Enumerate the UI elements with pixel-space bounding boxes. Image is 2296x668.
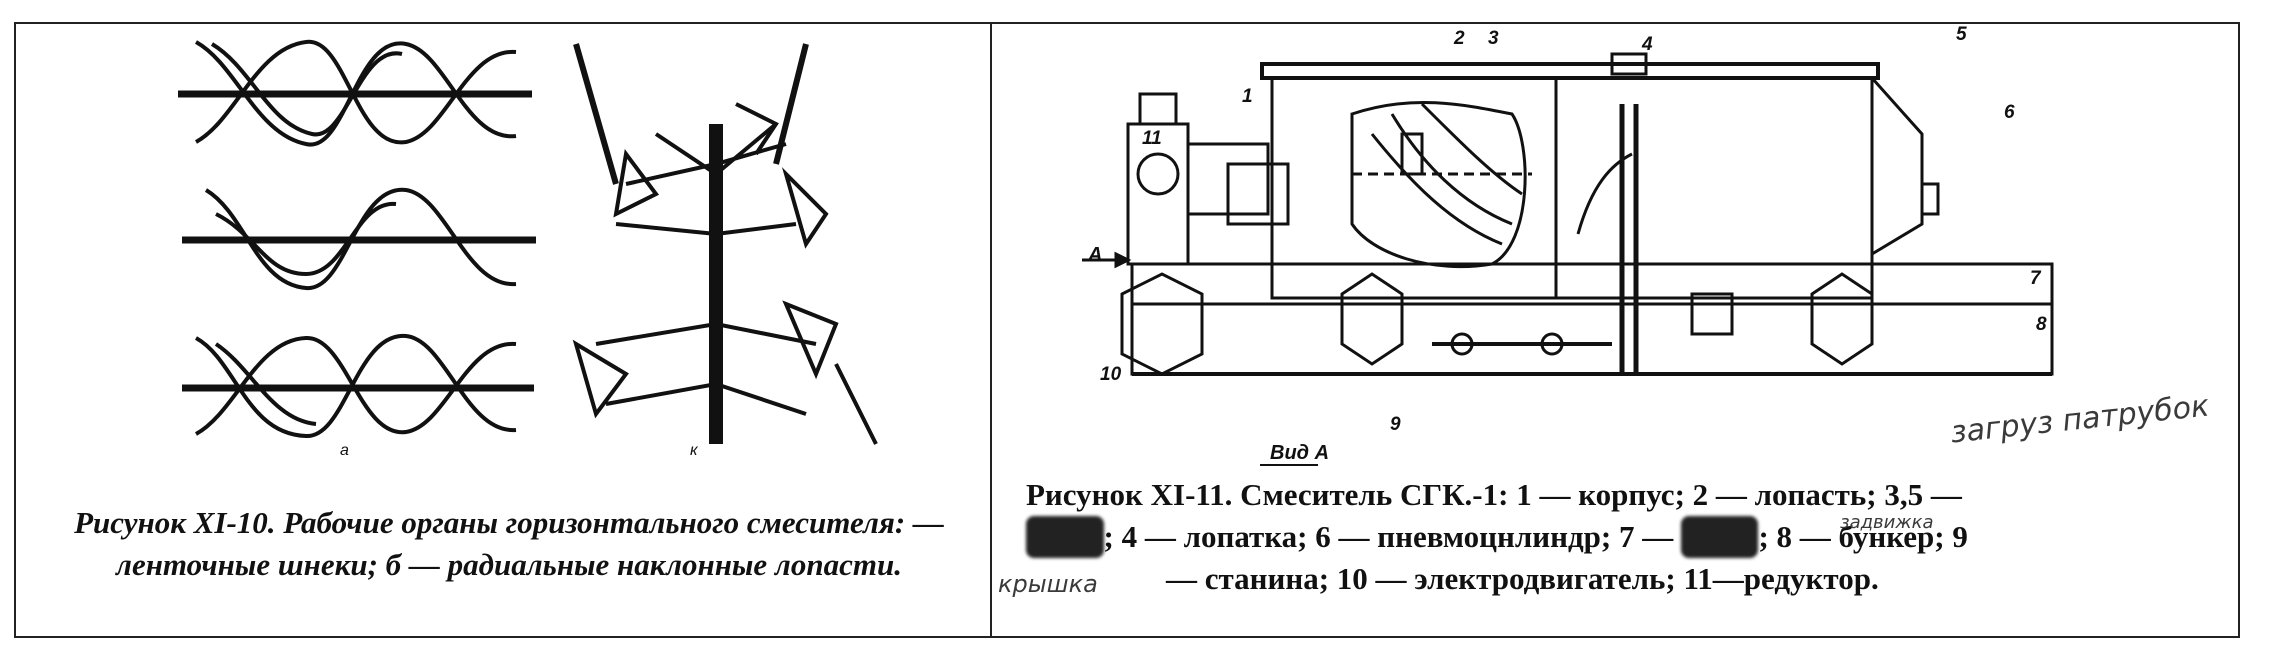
mixer-sgk1-drawing — [1082, 52, 2054, 376]
arrow-a-label: А — [1088, 244, 1103, 266]
caption-part-3: ; 8 — бункер; 9 — [1758, 519, 1968, 554]
sub-label-k: к — [690, 442, 698, 459]
caption-part-4: — станина; 10 — электродвигатель; 11—ред… — [1166, 561, 1879, 596]
figure-frame — [14, 22, 2240, 638]
handwritten-note-left: крышка — [998, 570, 1098, 598]
redacted-word-2: ххххх — [1680, 516, 1759, 558]
callout-6: 6 — [2004, 102, 2015, 123]
caption-xi-10: Рисунок XI-10. Рабочие органы горизонтал… — [74, 505, 944, 582]
callout-2: 2 — [1454, 28, 1465, 49]
caption-part-2: ; 4 — лопатка; 6 — пневмоцнлиндр; 7 — — [1103, 519, 1674, 554]
ribbon-screws-drawing — [178, 39, 536, 439]
left-panel: а к Рисунок XI-10. Рабочие органы горизо… — [16, 24, 990, 636]
sub-label-a: а — [340, 442, 349, 459]
handwritten-note-middle: задвижка — [1840, 512, 1934, 533]
callout-3: 3 — [1488, 28, 1499, 49]
callout-8: 8 — [2036, 314, 2047, 335]
callout-4: 4 — [1642, 34, 1653, 55]
caption-part-1: Рисунок XI-11. Смеситель СГК.-1: 1 — кор… — [1026, 477, 1962, 512]
redacted-word-1: ххххх — [1026, 516, 1104, 558]
right-panel: А 1 2 3 4 5 6 7 8 9 10 11 Вид А Рисунок … — [992, 24, 2238, 636]
callout-5: 5 — [1956, 24, 1967, 45]
callout-7: 7 — [2030, 268, 2041, 289]
callout-9: 9 — [1390, 414, 1401, 435]
caption-xi-11: Рисунок XI-11. Смеситель СГК.-1: 1 — кор… — [1026, 474, 2212, 600]
callout-11: 11 — [1142, 128, 1162, 149]
radial-blades-drawing — [572, 43, 878, 445]
view-a-underline — [1260, 464, 1318, 466]
panel-divider — [990, 22, 992, 638]
callout-10: 10 — [1100, 364, 1122, 385]
view-a-label: Вид А — [1270, 442, 1330, 464]
callout-1: 1 — [1242, 86, 1253, 107]
